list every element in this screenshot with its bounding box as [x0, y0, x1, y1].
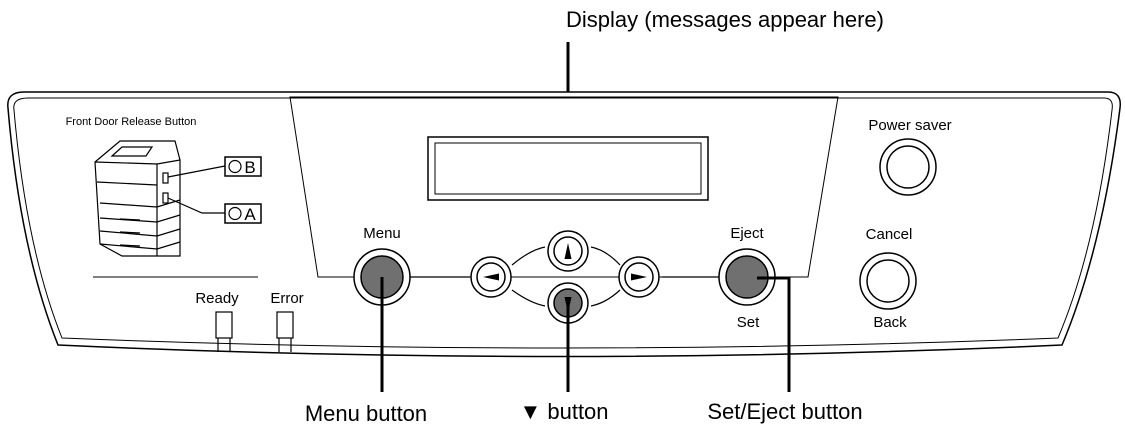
- menu-label: Menu: [363, 225, 401, 242]
- display-callout-label: Display (messages appear here): [566, 7, 884, 32]
- panel-outline: [7, 91, 1121, 358]
- ready-label: Ready: [195, 290, 239, 307]
- display-window: [427, 136, 709, 201]
- error-indicator-light: [276, 311, 294, 352]
- printer-icon: [94, 140, 181, 257]
- button-connector-lines: [410, 246, 720, 307]
- set-eject-button[interactable]: [718, 248, 776, 306]
- right-arrow-icon: [631, 273, 647, 281]
- set-eject-leader-line: [757, 276, 791, 392]
- panel-inner-outline: [13, 97, 1113, 349]
- door-b-release-button[interactable]: B: [224, 156, 262, 177]
- door-b-label: B: [244, 158, 255, 177]
- cancel-back-button[interactable]: [859, 252, 917, 310]
- set-eject-button-callout-label: Set/Eject button: [707, 399, 862, 424]
- down-button-callout-label: ▼ button: [519, 399, 608, 424]
- door-a-circle-icon: [228, 206, 242, 221]
- up-arrow-icon: [564, 243, 572, 259]
- error-label: Error: [270, 290, 303, 307]
- door-a-leader: [167, 197, 225, 214]
- door-b-circle-icon: [228, 159, 242, 174]
- ready-indicator-light: [215, 311, 233, 352]
- cancel-label: Cancel: [866, 226, 913, 243]
- front-door-release-label: Front Door Release Button: [66, 116, 197, 128]
- left-arrow-button[interactable]: [470, 256, 512, 298]
- set-label: Set: [737, 314, 760, 331]
- door-b-leader: [167, 165, 226, 178]
- power-saver-label: Power saver: [868, 117, 951, 134]
- left-arrow-icon: [483, 273, 499, 281]
- door-a-release-button[interactable]: A: [224, 203, 262, 224]
- right-arrow-button[interactable]: [618, 256, 660, 298]
- power-saver-button[interactable]: [879, 138, 937, 196]
- up-arrow-button[interactable]: [547, 230, 589, 272]
- back-label: Back: [873, 314, 907, 331]
- central-panel-section: [289, 96, 839, 278]
- door-a-label: A: [244, 205, 256, 224]
- eject-label: Eject: [730, 225, 764, 242]
- menu-button-callout-label: Menu button: [305, 401, 427, 426]
